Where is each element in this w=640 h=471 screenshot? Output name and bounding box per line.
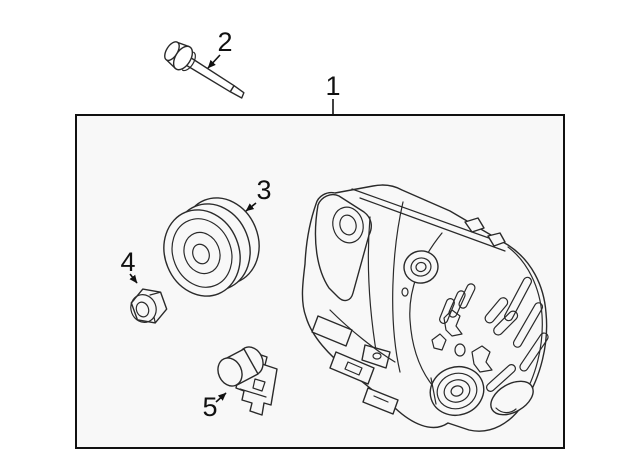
nut-bore <box>135 301 150 318</box>
bracket-drawing <box>217 346 278 416</box>
callout-2[interactable]: 2 <box>207 27 233 69</box>
ear-hole <box>332 206 364 244</box>
alternator-drawing <box>301 184 549 432</box>
nut-drawing <box>130 288 168 324</box>
callout-4[interactable]: 4 <box>120 247 138 284</box>
callout-1[interactable]: 1 <box>325 71 341 114</box>
pulley-drawing <box>163 197 260 297</box>
callout-3-label[interactable]: 3 <box>256 175 271 205</box>
callout-5[interactable]: 5 <box>202 392 227 422</box>
callout-5-label[interactable]: 5 <box>202 392 217 422</box>
callout-2-label[interactable]: 2 <box>217 27 232 57</box>
bolt-drawing <box>164 41 245 99</box>
pulley-bore <box>192 243 210 265</box>
callout-4-label[interactable]: 4 <box>120 247 135 277</box>
callout-1-label[interactable]: 1 <box>325 71 340 101</box>
callout-3[interactable]: 3 <box>245 175 272 212</box>
